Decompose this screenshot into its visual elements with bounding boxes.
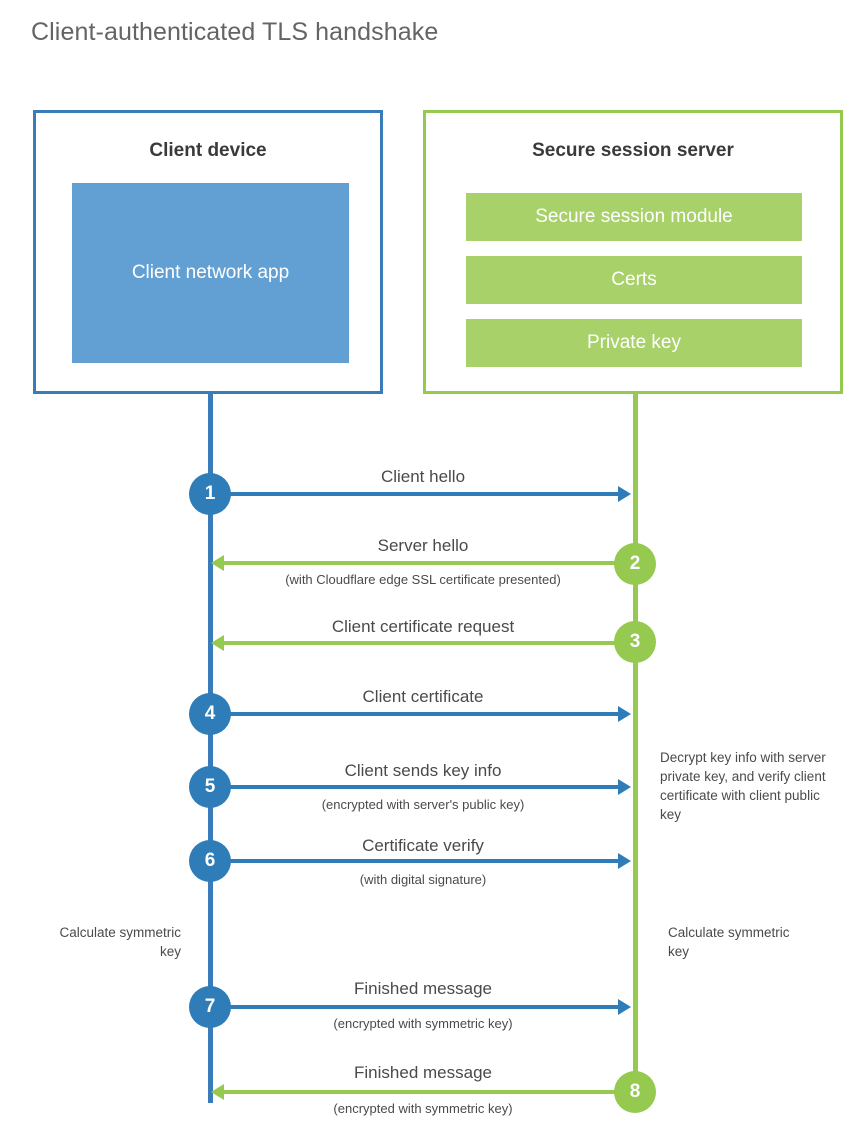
step-1-arrow-head-icon: [618, 486, 631, 502]
client-lifeline: [208, 393, 213, 1103]
step-1-number: 1: [204, 483, 216, 504]
server-decrypt-annotation: Decrypt key info with server private key…: [660, 750, 826, 823]
step-4-arrow-head-icon: [618, 706, 631, 722]
step-6-sublabel: (with digital signature): [359, 872, 487, 887]
step-5-number: 5: [204, 776, 216, 797]
step-5-arrow-line: [210, 785, 620, 789]
client-device-title: Client device: [149, 140, 267, 161]
step-7-arrow-head-icon: [618, 999, 631, 1015]
step-1-circle: 1: [189, 473, 231, 515]
step-8-arrow-head-icon: [211, 1084, 224, 1100]
step-2-number: 2: [629, 553, 641, 574]
step-6-label: Certificate verify: [362, 836, 484, 855]
step-8-number: 8: [629, 1081, 641, 1102]
step-3-arrow-line: [224, 641, 635, 645]
secure-session-server-panel: Secure session server Secure session mod…: [423, 110, 843, 394]
step-3-label: Client certificate request: [331, 617, 515, 636]
server-lifeline: [633, 393, 638, 1093]
step-5-label: Client sends key info: [344, 761, 502, 780]
step-5-sublabel: (encrypted with server's public key): [321, 797, 525, 812]
client-network-app-block: Client network app: [72, 183, 349, 363]
step-4-circle: 4: [189, 693, 231, 735]
step-6-arrow-head-icon: [618, 853, 631, 869]
step-6-arrow-line: [210, 859, 620, 863]
step-6-number: 6: [204, 850, 216, 871]
server-calculate-symmetric-key-annotation: Calculate symmetric key: [668, 925, 790, 960]
client-calculate-symmetric-key-annotation: Calculate symmetric key: [59, 925, 181, 960]
step-1-arrow-line: [210, 492, 620, 496]
step-8-arrow-line: [224, 1090, 635, 1094]
server-block-certs: Certs: [466, 256, 802, 304]
step-4-arrow-line: [210, 712, 620, 716]
step-6-circle: 6: [189, 840, 231, 882]
step-2-arrow-line: [224, 561, 635, 565]
step-2-arrow-head-icon: [211, 555, 224, 571]
step-8-circle: 8: [614, 1071, 656, 1113]
step-4-label: Client certificate: [362, 687, 484, 706]
step-7-arrow-line: [210, 1005, 620, 1009]
server-block-private-key: Private key: [466, 319, 802, 367]
step-8-label: Finished message: [354, 1063, 492, 1082]
step-2-sublabel: (with Cloudflare edge SSL certificate pr…: [285, 572, 561, 587]
secure-session-server-title: Secure session server: [532, 140, 734, 161]
step-2-circle: 2: [614, 543, 656, 585]
step-5-arrow-head-icon: [618, 779, 631, 795]
step-5-circle: 5: [189, 766, 231, 808]
client-device-panel: Client device Client network app: [33, 110, 383, 394]
step-4-number: 4: [204, 703, 216, 724]
step-7-sublabel: (encrypted with symmetric key): [333, 1016, 513, 1031]
step-3-arrow-head-icon: [211, 635, 224, 651]
step-7-label: Finished message: [354, 979, 492, 998]
step-3-circle: 3: [614, 621, 656, 663]
step-3-number: 3: [629, 631, 641, 652]
server-block-secure-session-module: Secure session module: [466, 193, 802, 241]
step-2-label: Server hello: [377, 536, 469, 555]
step-7-circle: 7: [189, 986, 231, 1028]
step-7-number: 7: [204, 996, 216, 1017]
page-title: Client-authenticated TLS handshake: [31, 18, 439, 46]
step-8-sublabel: (encrypted with symmetric key): [333, 1101, 513, 1116]
step-1-label: Client hello: [380, 467, 466, 486]
